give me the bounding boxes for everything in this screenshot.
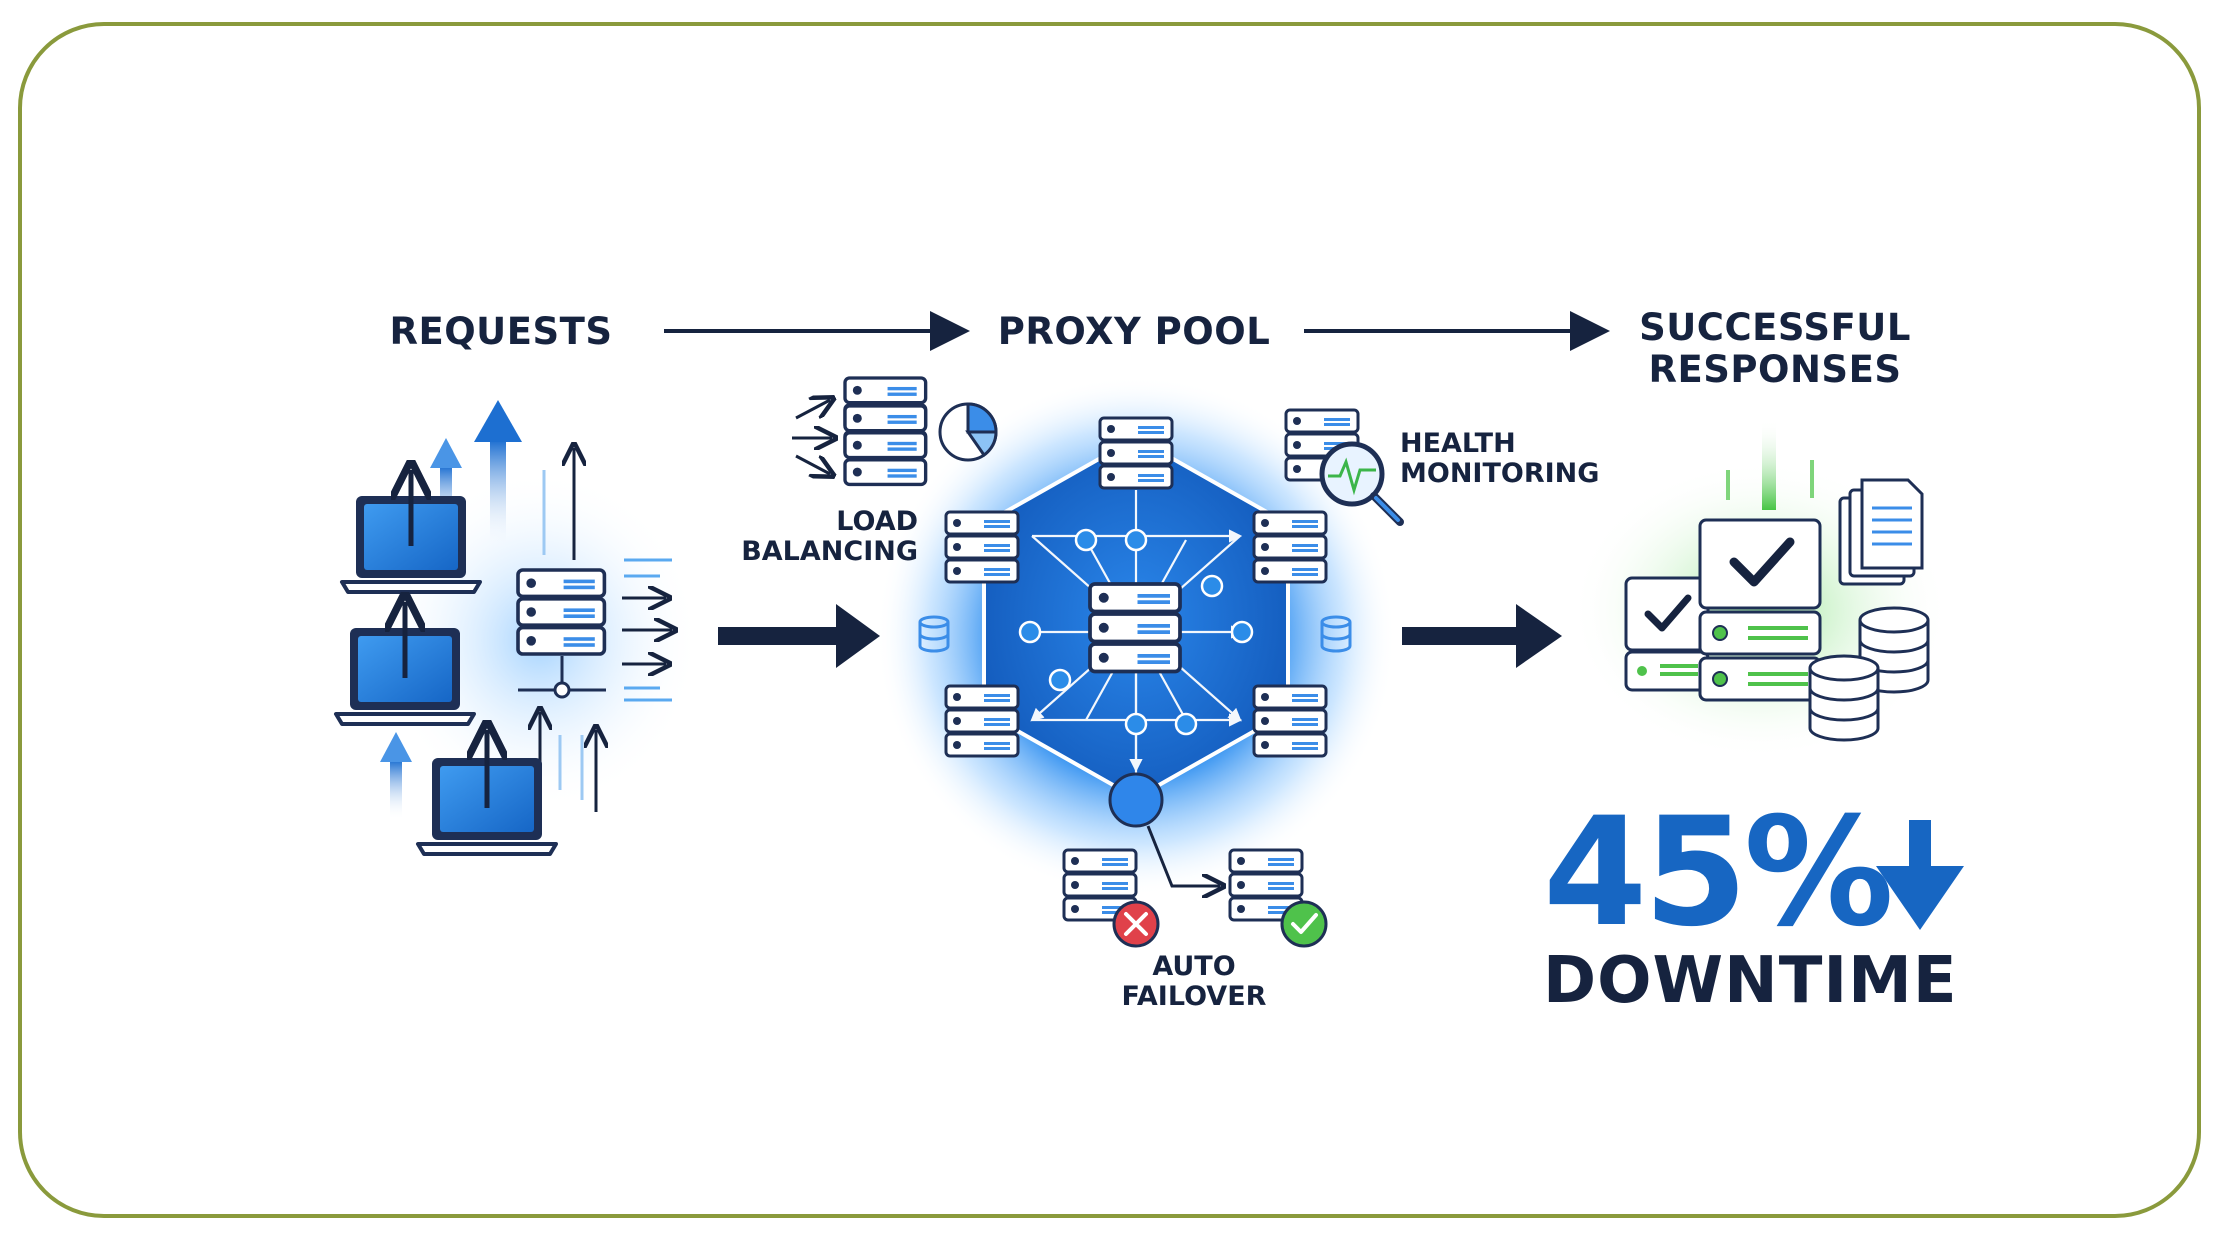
laptop-icon [416,730,558,856]
proxy-server-icon [1252,510,1328,584]
health-monitoring-group: HEALTH MONITORING [1284,408,1599,526]
flow-arrow-right-icon [718,604,880,668]
proxy-server-icon [1252,684,1328,758]
successful-label-line2: RESPONSES [1648,348,1901,391]
error-icon [1112,900,1160,948]
failover-node-icon [1108,772,1164,828]
load-balancing-label-line1: LOAD [836,506,918,537]
auto-failover-group: AUTO FAILOVER [1062,825,1328,1012]
proxy-server-icon [944,684,1020,758]
pie-chart-icon [938,402,998,462]
success-check-icon [1280,900,1328,948]
magnifier-icon [1319,441,1404,526]
laptop-icon [334,602,476,726]
requests-cluster [334,400,700,856]
mesh-node-icon [1230,620,1254,644]
downtime-value: 45% [1543,786,1890,960]
successful-label-line1: SUCCESSFUL [1639,306,1911,349]
proxy-server-icon [1098,416,1174,490]
up-arrow-icon [380,732,412,820]
downtime-label: DOWNTIME [1543,944,1958,1018]
verified-server-icon [1698,518,1822,702]
proxy-server-icon [944,510,1020,584]
database-icon [918,615,950,653]
proxy-server-icon [1088,582,1182,674]
network-node-icon [553,681,571,699]
proxy-pool-label: PROXY POOL [998,310,1271,353]
health-monitoring-label-line1: HEALTH [1400,428,1516,459]
down-arrow-icon [1876,820,1964,930]
load-balancing-label-line2: BALANCING [741,536,918,567]
auto-failover-label-line1: AUTO [1152,951,1235,982]
auto-failover-label-line2: FAILOVER [1122,981,1267,1012]
downtime-stat: 45% DOWNTIME [1543,786,1964,1018]
mesh-node-icon [1200,574,1224,598]
database-icon [1808,654,1880,742]
mesh-node-icon [1074,528,1098,552]
proxy-pool-cluster [876,376,1396,896]
verified-server-icon [1624,576,1710,692]
document-stack-icon [1838,478,1924,586]
router-server-icon [516,568,607,656]
mesh-node-icon [1124,528,1148,552]
incoming-arrow-icon [795,400,830,420]
health-monitoring-label-line2: MONITORING [1400,458,1599,489]
responses-cluster [1570,420,1950,760]
failover-arrow-icon [1146,825,1220,886]
mesh-node-icon [1124,712,1148,736]
mesh-node-icon [1018,620,1042,644]
up-arrow-icon [474,400,522,550]
incoming-arrow-icon [795,454,830,474]
database-icon [1320,615,1352,653]
flow-arrow-right-icon [1402,604,1562,668]
load-balancing-group: LOAD BALANCING [741,376,998,567]
mesh-node-icon [1048,668,1072,692]
mesh-node-icon [1174,712,1198,736]
requests-label: REQUESTS [389,310,612,353]
laptop-icon [340,470,482,594]
